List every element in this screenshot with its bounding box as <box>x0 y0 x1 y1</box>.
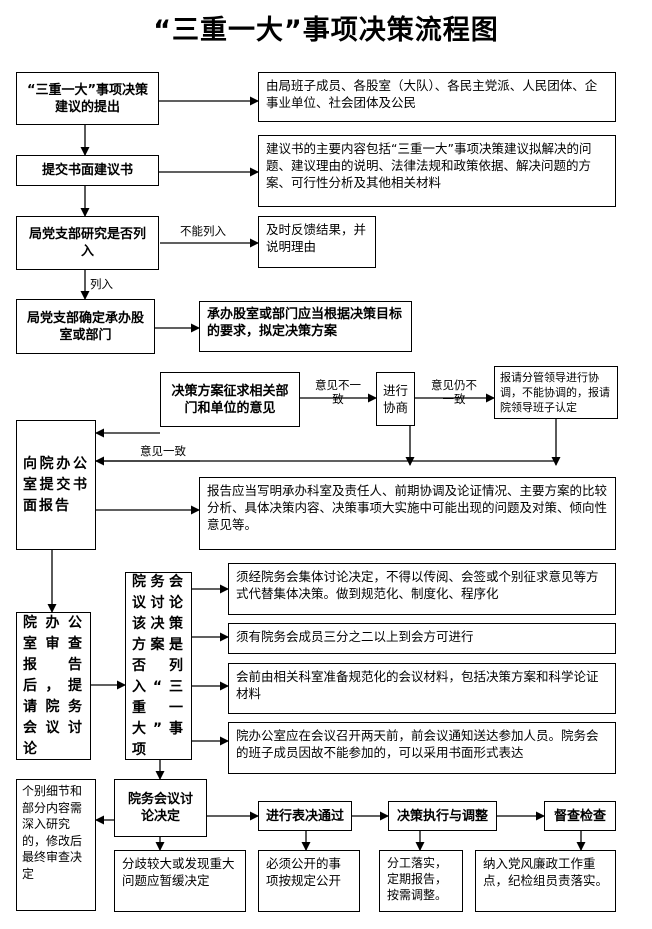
node-proposal-note: 由局班子成员、各股室（大队）、各民主党派、人民团体、企事业单位、社会团体及公民 <box>258 72 616 122</box>
node-branch-review-text: 局党支部研究是否列入 <box>28 227 146 259</box>
node-execute-note-text: 分工落实，定期报告，按需调整。 <box>387 856 448 902</box>
node-assign-note: 承办股室或部门应当根据决策目标的要求，拟定决策方案 <box>199 301 412 352</box>
node-escalate: 报请分管领导进行协调，不能协调的，报请院领导班子认定 <box>494 366 618 419</box>
node-inspect-text: 督查检查 <box>553 808 606 824</box>
node-vote-text: 进行表决通过 <box>266 808 345 824</box>
node-reject-note: 及时反馈结果，并说明理由 <box>258 216 376 268</box>
node-reject-note-text: 及时反馈结果，并说明理由 <box>266 222 367 254</box>
label-list: 列入 <box>90 277 113 291</box>
node-detail-note-text: 个别细节和部分内容需深入研究的，修改后最终审查决定 <box>22 784 83 881</box>
node-defer-note: 分歧较大或发现重大问题应暂缓决定 <box>114 850 246 912</box>
node-execute-note: 分工落实，定期报告，按需调整。 <box>379 850 463 912</box>
node-meeting-decide: 院务会议讨论该决策方案是否列入“三重一大”事项 <box>125 572 192 760</box>
node-public-note-text: 必须公开的事项按规定公开 <box>266 856 342 888</box>
label-agree: 意见一致 <box>140 444 186 458</box>
node-branch-review: 局党支部研究是否列入 <box>16 216 159 270</box>
node-detail-note: 个别细节和部分内容需深入研究的，修改后最终审查决定 <box>16 779 96 911</box>
node-assign-note-text: 承办股室或部门应当根据决策目标的要求，拟定决策方案 <box>207 307 403 339</box>
node-consult: 决策方案征求相关部门和单位的意见 <box>160 372 300 427</box>
node-rule-4-text: 院办公室应在会议召开两天前，前会议通知送达参加人员。院务会的班子成员因故不能参加… <box>236 728 599 760</box>
node-consult-text: 决策方案征求相关部门和单位的意见 <box>171 383 289 416</box>
label-cannot-list: 不能列入 <box>180 224 226 238</box>
node-execute-text: 决策执行与调整 <box>396 808 488 824</box>
node-proposal: “三重一大”事项决策建议的提出 <box>16 72 159 125</box>
label-disagree-1: 意见不一致 <box>312 378 364 406</box>
node-submit-office-text: 向院办公室提交书面报告 <box>23 455 89 514</box>
label-disagree-1-text: 意见不一致 <box>315 378 361 406</box>
node-office-review-text: 院办公室审查报告后，提请院务会议讨论 <box>23 614 84 757</box>
node-submit-office: 向院办公室提交书面报告 <box>16 420 96 550</box>
node-submit-note-text: 建议书的主要内容包括“三重一大”事项决策建议拟解决的问题、建议理由的说明、法律法… <box>266 141 592 190</box>
node-meeting-discuss-text: 院务会议讨论决定 <box>127 792 193 824</box>
node-rule-1: 须经院务会集体讨论决定，不得以传阅、会签或个别征求意见等方式代替集体决策。做到规… <box>228 563 616 615</box>
page-title: “三重一大”事项决策流程图 <box>153 15 499 46</box>
node-proposal-note-text: 由局班子成员、各股室（大队）、各民主党派、人民团体、企事业单位、社会团体及公民 <box>266 78 598 110</box>
label-disagree-2: 意见仍不一致 <box>430 378 478 406</box>
node-submit-text: 提交书面建议书 <box>41 163 133 178</box>
node-report-note-text: 报告应当写明承办科室及责任人、前期协调及论证情况、主要方案的比较分析、具体决策内… <box>207 483 608 532</box>
node-office-review: 院办公室审查报告后，提请院务会议讨论 <box>16 612 91 760</box>
node-submit: 提交书面建议书 <box>16 155 159 186</box>
node-execute: 决策执行与调整 <box>388 801 497 831</box>
node-meeting-discuss: 院务会议讨论决定 <box>114 779 207 837</box>
node-assign: 局党支部确定承办股室或部门 <box>16 299 155 354</box>
node-rule-2-text: 须有院务会成员三分之二以上到会方可进行 <box>236 629 474 644</box>
node-rule-3: 会前由相关科室准备规范化的会议材料，包括决策方案和科学论证材料 <box>228 663 616 714</box>
node-meeting-decide-text: 院务会议讨论该决策方案是否列入“三重一大”事项 <box>132 573 185 758</box>
node-proposal-text: “三重一大”事项决策建议的提出 <box>26 82 149 115</box>
node-rule-1-text: 须经院务会集体讨论决定，不得以传阅、会签或个别征求意见等方式代替集体决策。做到规… <box>236 569 599 601</box>
node-inspect-note: 纳入党风廉政工作重点，纪检组员责落实。 <box>475 850 616 912</box>
node-rule-3-text: 会前由相关科室准备规范化的会议材料，包括决策方案和科学论证材料 <box>236 669 599 701</box>
node-inspect-note-text: 纳入党风廉政工作重点，纪检组员责落实。 <box>483 856 609 888</box>
node-coordinate: 进行协商 <box>376 372 415 426</box>
node-submit-note: 建议书的主要内容包括“三重一大”事项决策建议拟解决的问题、建议理由的说明、法律法… <box>258 135 616 207</box>
node-assign-text: 局党支部确定承办股室或部门 <box>26 310 144 343</box>
node-rule-4: 院办公室应在会议召开两天前，前会议通知送达参加人员。院务会的班子成员因故不能参加… <box>228 722 616 774</box>
label-disagree-2-text: 意见仍不一致 <box>431 378 477 406</box>
node-rule-2: 须有院务会成员三分之二以上到会方可进行 <box>228 623 616 654</box>
node-coordinate-text: 进行协商 <box>382 383 408 415</box>
node-defer-note-text: 分歧较大或发现重大问题应暂缓决定 <box>122 856 235 888</box>
node-public-note: 必须公开的事项按规定公开 <box>258 850 360 912</box>
node-report-note: 报告应当写明承办科室及责任人、前期协调及论证情况、主要方案的比较分析、具体决策内… <box>199 477 616 550</box>
node-inspect: 督查检查 <box>544 801 616 831</box>
node-vote: 进行表决通过 <box>258 801 352 831</box>
node-escalate-text: 报请分管领导进行协调，不能协调的，报请院领导班子认定 <box>500 371 610 414</box>
